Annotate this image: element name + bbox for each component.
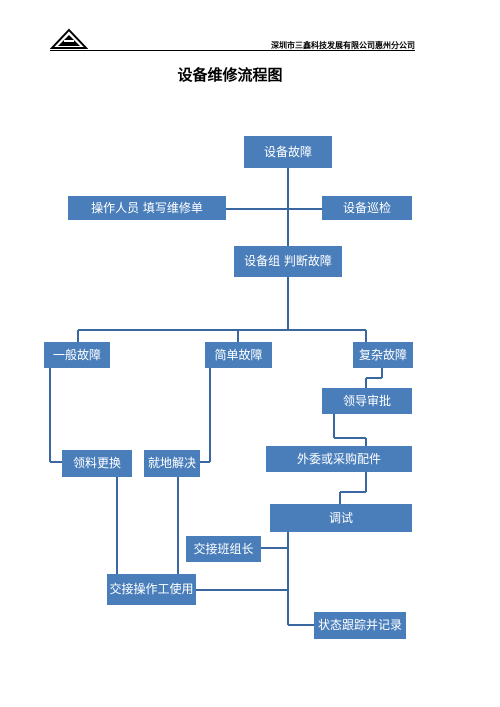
node-handover-operator: 交接操作工使用	[107, 574, 196, 605]
company-name: 深圳市三鑫科技发展有限公司惠州分公司	[271, 41, 415, 50]
node-general-fault: 一般故障	[44, 342, 110, 368]
node-track-record: 状态跟踪并记录	[314, 612, 406, 639]
node-onsite-fix: 就地解决	[144, 450, 200, 477]
node-diagnosis: 设备组 判断故障	[234, 246, 342, 277]
node-inspection: 设备巡检	[322, 196, 412, 220]
node-replace-parts: 领料更换	[62, 450, 132, 477]
node-operator-report: 操作人员 填写维修单	[68, 196, 226, 220]
node-fault: 设备故障	[244, 136, 332, 168]
node-outsource: 外委或采购配件	[266, 446, 412, 472]
company-logo-icon	[50, 28, 88, 49]
node-complex-fault: 复杂故障	[353, 342, 413, 368]
page-title: 设备维修流程图	[177, 66, 283, 84]
node-debug: 调试	[270, 504, 412, 532]
node-simple-fault: 简单故障	[205, 342, 272, 368]
header-divider	[50, 50, 415, 51]
node-leader-approval: 领导审批	[322, 388, 412, 414]
node-handover-leader: 交接班组长	[186, 536, 261, 562]
